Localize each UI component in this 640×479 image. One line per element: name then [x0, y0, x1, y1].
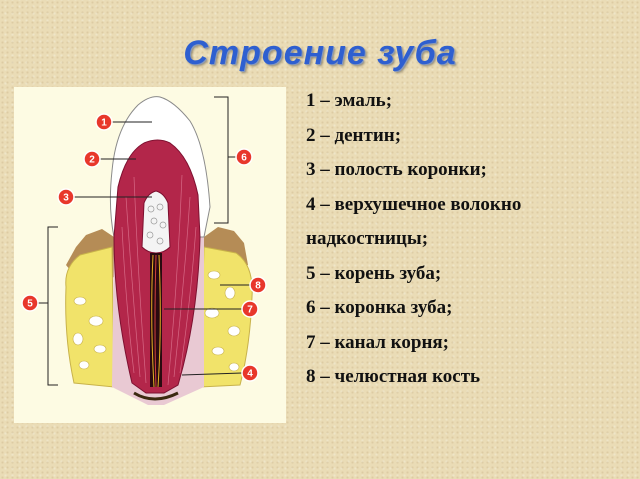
- marker-badges: 1 2 3 4 5 6 7: [21, 113, 267, 382]
- marker-7: 7: [241, 300, 259, 318]
- apical-fiber: [133, 391, 179, 401]
- marker-8: 8: [249, 276, 267, 294]
- legend-item-enamel: 1 – эмаль;: [306, 90, 393, 111]
- crown-bracket: [214, 96, 229, 224]
- legend-item-crown-cavity: 3 – полость коронки;: [306, 159, 487, 180]
- marker-2: 2: [83, 150, 101, 168]
- legend-list: 1 – эмаль; 2 – дентин; 3 – полость корон…: [306, 84, 636, 395]
- legend-item-crown: 6 – коронка зуба;: [306, 297, 453, 318]
- svg-text:4: 4: [247, 369, 253, 380]
- marker-5: 5: [21, 294, 39, 312]
- legend-item-apical-fiber-continued: надкостницы;: [306, 228, 429, 249]
- svg-text:2: 2: [89, 155, 95, 166]
- marker-4: 4: [241, 364, 259, 382]
- svg-text:1: 1: [101, 118, 107, 129]
- tooth-diagram: 1 2 3 4 5 6 7: [14, 87, 286, 423]
- svg-text:3: 3: [63, 193, 69, 204]
- legend-item-root-canal: 7 – канал корня;: [306, 331, 450, 353]
- root-canal: [150, 253, 162, 387]
- marker-6: 6: [235, 148, 253, 166]
- svg-text:7: 7: [247, 305, 253, 316]
- legend-item-apical-fiber: 4 – верхушечное волокно: [306, 193, 522, 215]
- svg-text:6: 6: [241, 153, 247, 164]
- jaw-bone-left: [65, 246, 115, 388]
- marker-1: 1: [95, 113, 113, 131]
- canal-vessels: [151, 254, 161, 388]
- pulp-cells: [146, 203, 167, 245]
- legend-item-dentin: 2 – дентин;: [306, 124, 402, 146]
- slide-title: Строение зуба: [183, 34, 457, 72]
- root-bracket: [47, 226, 58, 386]
- svg-text:8: 8: [255, 281, 261, 292]
- marker-3: 3: [57, 188, 75, 206]
- pulp-chamber: [141, 190, 171, 254]
- bone-pores: [72, 270, 241, 372]
- tooth-cross-section-illustration: 1 2 3 4 5 6 7: [21, 96, 267, 405]
- dentin-tubules: [121, 174, 197, 386]
- legend-item-jaw-bone: 8 – челюстная кость: [306, 366, 481, 387]
- svg-text:5: 5: [27, 299, 33, 310]
- legend-item-root: 5 – корень зуба;: [306, 262, 442, 284]
- leader-lines: [36, 121, 250, 376]
